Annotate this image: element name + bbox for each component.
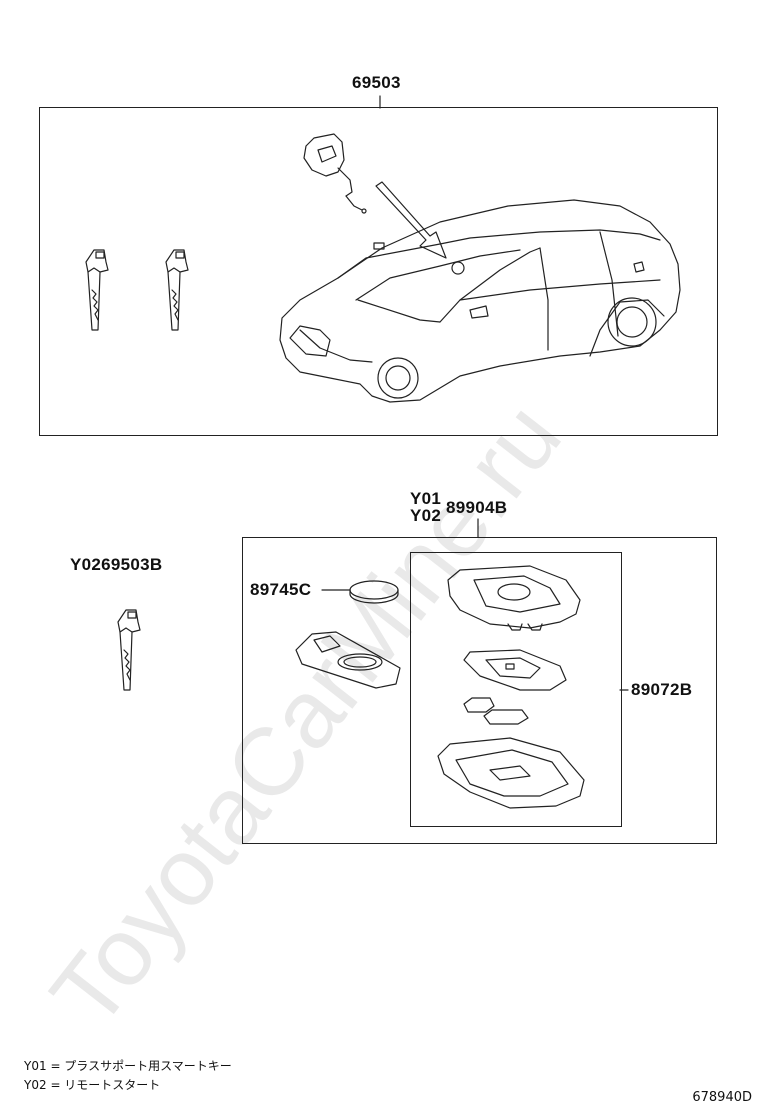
legend-y01: Y01 = プラスサポート用スマートキー [24,1057,232,1074]
top-assembly-frame [39,107,718,436]
part-label-89745c: 89745C [250,580,312,599]
smart-key-case-top [447,565,581,631]
legend-code: Y01 [24,1059,47,1073]
diagram-id: 678940D [692,1090,752,1105]
key-variant-code: Y02 [70,555,102,574]
push-start-switch [303,133,367,214]
part-label-89072b: 89072B [631,680,693,699]
variant-label-y01: Y01 [410,489,442,508]
part-label-89904b: 89904B [446,498,508,517]
smart-key-case-bottom [437,737,585,809]
mechanical-key-69503b [117,609,141,691]
legend-text: = プラスサポート用スマートキー [50,1059,232,1073]
variant-label-y02: Y02 [410,506,442,525]
legend-text: = リモートスタート [50,1078,161,1092]
location-arrow [375,181,447,259]
key-variant-label: Y0269503B [70,555,163,575]
legend-y02: Y02 = リモートスタート [24,1076,160,1093]
key-inner-plate [295,631,401,689]
part-label-69503b: 69503B [101,555,163,574]
smart-key-circuit-board [463,649,567,691]
legend-code: Y02 [24,1078,47,1092]
coin-battery-89745c [349,580,399,604]
part-label-69503: 69503 [352,73,401,92]
vehicle-outline [279,199,681,403]
smart-key-kit-frame [242,537,717,844]
mechanical-key-2 [165,249,189,331]
mechanical-key-1 [85,249,109,331]
smart-key-buttons [463,697,529,725]
